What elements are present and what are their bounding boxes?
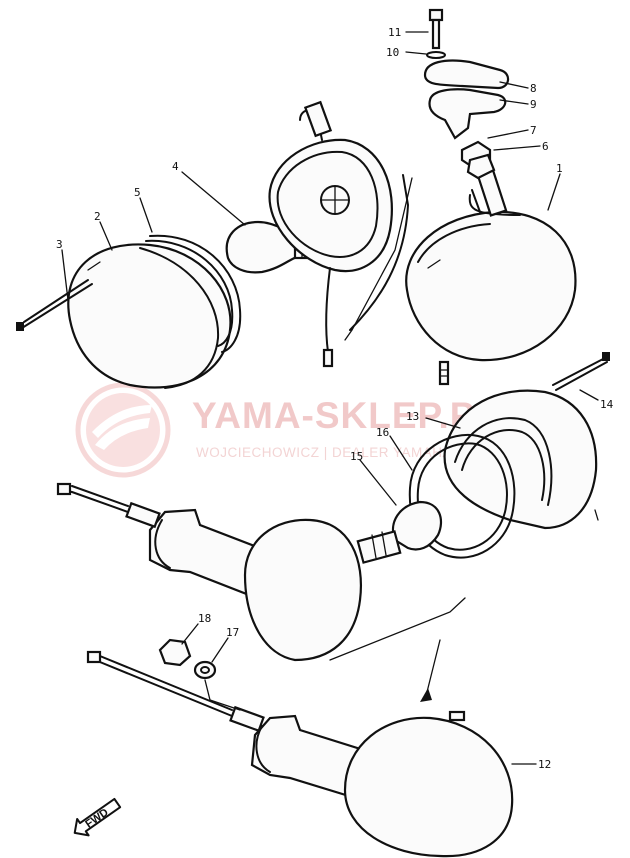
svg-text:12: 12 (538, 758, 551, 771)
callout-5: 5 (134, 186, 153, 233)
svg-text:15: 15 (350, 450, 363, 463)
upper-right-signal (405, 169, 577, 386)
upper-mount-bracket (423, 8, 510, 180)
svg-text:16: 16 (376, 426, 389, 439)
svg-text:2: 2 (94, 210, 101, 223)
svg-text:7: 7 (530, 124, 537, 137)
callouts: 1 2 3 4 5 6 7 8 (56, 26, 614, 771)
lower-signal-housing (86, 650, 514, 858)
callout-8: 8 (499, 81, 537, 95)
svg-text:6: 6 (542, 140, 549, 153)
callout-16: 16 (376, 426, 413, 471)
upper-left-gasket (145, 234, 242, 353)
rear-bulb-15 (356, 500, 443, 564)
svg-text:11: 11 (388, 26, 401, 39)
assembly-guide-lines (329, 177, 599, 702)
callout-13: 13 (406, 410, 461, 429)
svg-text:5: 5 (134, 186, 141, 199)
callout-7: 7 (487, 124, 537, 139)
svg-text:3: 3 (56, 238, 63, 251)
upper-left-lens (67, 243, 232, 389)
callout-10: 10 (386, 46, 427, 59)
callout-4: 4 (172, 160, 246, 226)
svg-text:13: 13 (406, 410, 419, 423)
middle-signal-housing (56, 482, 362, 662)
callout-18: 18 (181, 612, 211, 645)
svg-text:4: 4 (172, 160, 179, 173)
watermark-logo-icon (75, 382, 171, 478)
svg-text:8: 8 (530, 82, 537, 95)
callout-2: 2 (94, 210, 113, 251)
svg-text:1: 1 (556, 162, 563, 175)
callout-17: 17 (211, 626, 239, 663)
upper-left-housing (268, 100, 409, 368)
watermark: YAMA-SKLEP.PL WOJCIECHOWICZ | DEALER YAM… (75, 382, 499, 478)
watermark-subtitle: WOJCIECHOWICZ | DEALER YAMAHA (196, 445, 452, 460)
washer-17 (193, 660, 241, 711)
svg-text:10: 10 (386, 46, 399, 59)
watermark-title: YAMA-SKLEP.PL (192, 395, 499, 436)
callout-15: 15 (350, 450, 397, 506)
svg-text:18: 18 (198, 612, 211, 625)
callout-3: 3 (56, 238, 69, 301)
callout-11: 11 (388, 26, 429, 39)
svg-text:17: 17 (226, 626, 239, 639)
callout-6: 6 (493, 140, 549, 153)
callout-12: 12 (511, 758, 551, 771)
svg-text:14: 14 (600, 398, 614, 411)
callout-9: 9 (499, 98, 537, 111)
upper-left-screw (16, 279, 93, 331)
svg-text:9: 9 (530, 98, 537, 111)
nut-18 (158, 638, 192, 667)
callout-1: 1 (547, 162, 563, 211)
callout-14: 14 (579, 389, 614, 411)
forward-arrow-icon: FWD (73, 797, 122, 837)
svg-text:FWD: FWD (83, 806, 110, 830)
rear-lens-13 (443, 352, 610, 530)
